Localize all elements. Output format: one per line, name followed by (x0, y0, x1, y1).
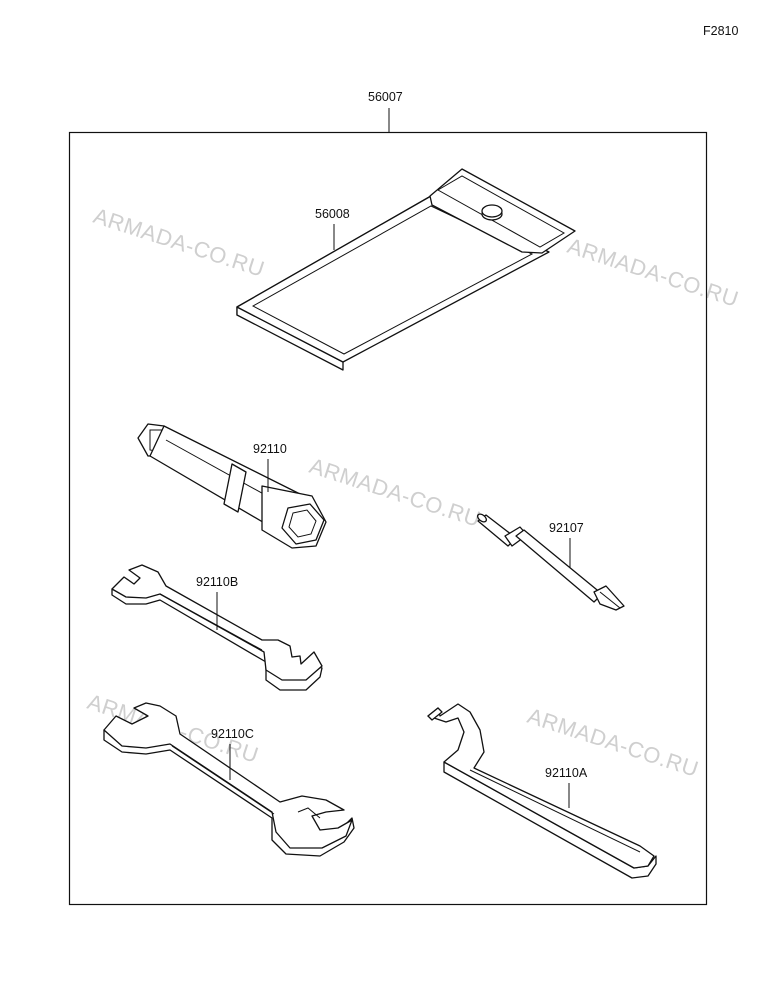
pouch-part-number[interactable]: 56008 (315, 207, 350, 221)
screwdriver-part-number[interactable]: 92107 (549, 521, 584, 535)
box-wrench-part-number[interactable]: 92110 (253, 442, 287, 456)
tool-pouch-drawing[interactable] (236, 168, 576, 371)
assembly-frame (68, 131, 708, 906)
open-wrench-large-drawing[interactable] (103, 702, 355, 857)
box-wrench-drawing[interactable] (137, 423, 327, 549)
screwdriver-drawing[interactable] (476, 513, 625, 611)
open-wrench-small-part-number[interactable]: 92110B (196, 575, 238, 589)
hook-wrench-drawing[interactable] (427, 703, 657, 879)
open-wrench-large-part-number[interactable]: 92110C (211, 727, 254, 741)
watermark-1: ARMADA-CO.RU (90, 203, 267, 282)
assembly-part-number[interactable]: 56007 (368, 90, 403, 104)
watermark-2: ARMADA-CO.RU (564, 233, 741, 312)
hook-wrench-part-number[interactable]: 92110A (545, 766, 588, 780)
watermark-3: ARMADA-CO.RU (306, 453, 483, 532)
figure-code: F2810 (703, 24, 738, 38)
